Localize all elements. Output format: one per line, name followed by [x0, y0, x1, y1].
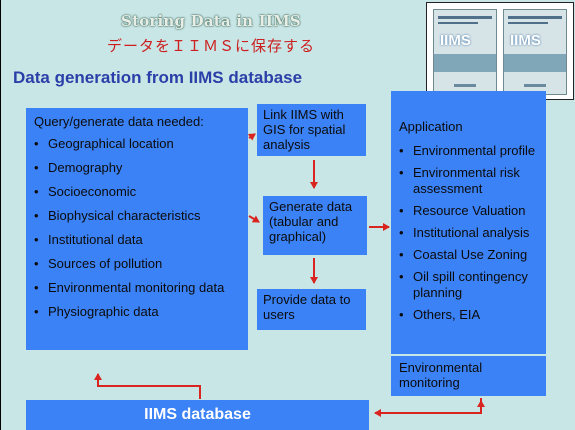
- cover-logo: IIMS: [440, 32, 471, 49]
- cover-title-bar: [508, 16, 562, 19]
- application-item: Others, EIA: [399, 307, 542, 323]
- application-box: Application Environmental profile Enviro…: [391, 91, 546, 354]
- application-item: Coastal Use Zoning: [399, 247, 542, 263]
- application-heading: Application: [399, 119, 463, 134]
- cover-subtitle-bar: [508, 22, 548, 24]
- application-item: Environmental profile: [399, 143, 542, 159]
- arrow-database-to-query: [94, 373, 201, 399]
- query-item: Environmental monitoring data: [34, 280, 242, 296]
- arrow-env-to-database: [374, 398, 482, 417]
- report-covers-image: IIMS IIMS: [426, 2, 574, 100]
- application-item: Institutional analysis: [399, 225, 542, 241]
- cover-title-bar: [438, 16, 492, 19]
- application-item: Oil spill contingency planning: [399, 269, 542, 301]
- cover-photo-band: [434, 54, 496, 72]
- provide-data-box: Provide data to users: [257, 289, 366, 330]
- cover-subtitle-bar: [438, 22, 478, 24]
- cover-footer-bar: [524, 84, 546, 87]
- report-cover-1: IIMS: [433, 9, 497, 95]
- query-item: Institutional data: [34, 232, 242, 248]
- query-heading: Query/generate data needed:: [34, 114, 204, 129]
- page-title-japanese: データをＩＩＭＳに保存する: [106, 37, 315, 55]
- query-item: Biophysical characteristics: [34, 208, 242, 224]
- query-list: Geographical location Demography Socioec…: [34, 136, 242, 320]
- query-item: Physiographic data: [34, 304, 242, 320]
- iims-database-box: IIMS database: [26, 400, 369, 430]
- query-item: Sources of pollution: [34, 256, 242, 272]
- cover-photo-band: [504, 54, 566, 72]
- arrow-query-to-generate: [248, 215, 260, 223]
- arrow-query-to-link: [247, 133, 256, 141]
- query-item: Demography: [34, 160, 242, 176]
- query-item: Socioeconomic: [34, 184, 242, 200]
- page-title: Storing Data in IIMS: [121, 12, 301, 30]
- section-heading: Data generation from IIMS database: [13, 68, 303, 87]
- query-item: Geographical location: [34, 136, 242, 152]
- generate-data-box: Generate data (tabular and graphical): [263, 196, 367, 255]
- application-item: Resource Valuation: [399, 203, 542, 219]
- application-item: Environmental risk assessment: [399, 165, 542, 197]
- environmental-monitoring-box: Environmental monitoring: [391, 356, 546, 396]
- cover-logo: IIMS: [510, 32, 541, 49]
- query-data-box: Query/generate data needed: Geographical…: [26, 108, 248, 350]
- cover-footer-bar: [454, 84, 476, 87]
- link-gis-box: Link IIMS with GIS for spatial analysis: [257, 104, 366, 156]
- application-list: Environmental profile Environmental risk…: [399, 143, 542, 323]
